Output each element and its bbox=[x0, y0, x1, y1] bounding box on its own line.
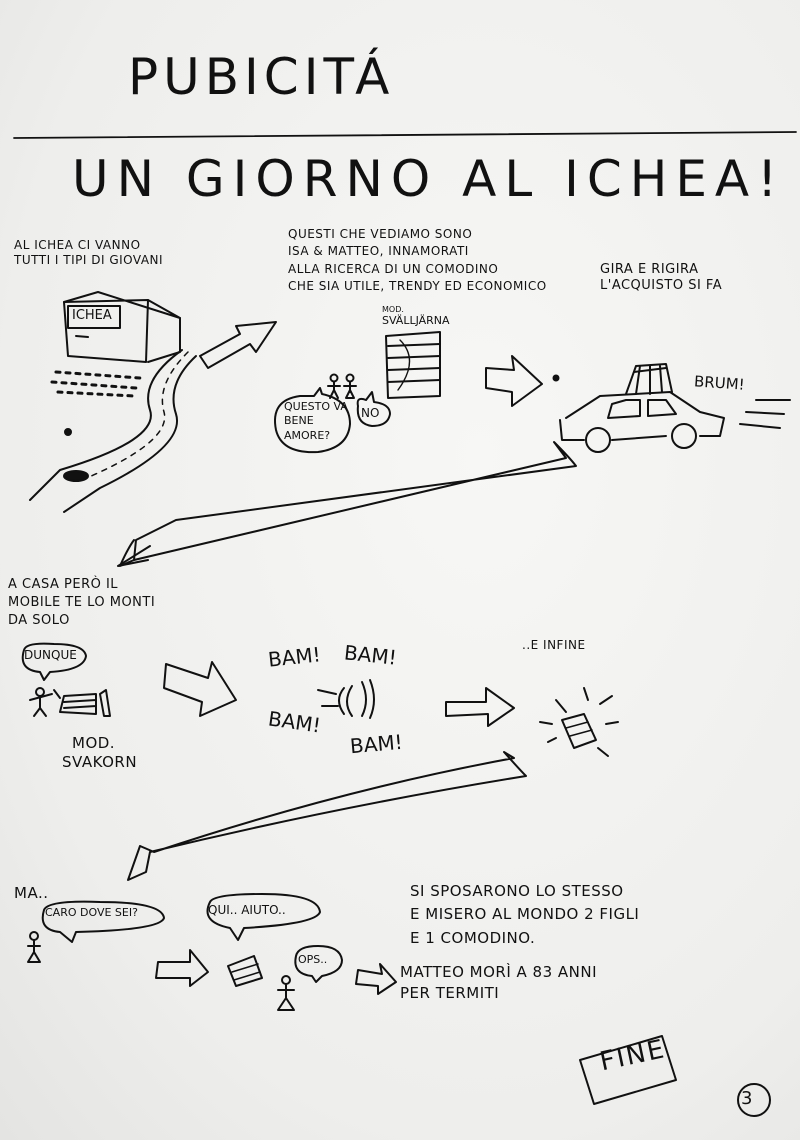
searching-figure bbox=[27, 931, 41, 963]
bubble-dunque-outline bbox=[21, 642, 87, 681]
bubble-qui-text: QUI.. AIUTO.. bbox=[208, 903, 286, 917]
ichea-sign: ICHEA bbox=[72, 308, 112, 323]
long-arrow-car-to-home bbox=[119, 441, 577, 567]
comic-subtitle: UN GIORNO AL ICHEA! bbox=[72, 150, 786, 208]
model-name: SVÄLLJÄRNA bbox=[382, 313, 450, 327]
bubble-no-outline bbox=[356, 391, 391, 427]
bubble-qui-outline bbox=[206, 893, 321, 941]
arrow-to-finished bbox=[445, 687, 515, 727]
model-svalljarna-label: MOD. SVÄLLJÄRNA bbox=[382, 305, 450, 327]
ichea-building-drawing bbox=[50, 291, 181, 398]
arrow-to-bam bbox=[163, 661, 237, 717]
caption-line: GIRA E RIGIRA bbox=[600, 262, 699, 277]
caption-line: SI SPOSARONO LO STESSO bbox=[410, 882, 624, 900]
caption-line: QUESTI CHE VEDIAMO SONO bbox=[288, 227, 473, 241]
caption-line: E 1 COMODINO. bbox=[410, 928, 536, 947]
model-prefix: MOD. bbox=[72, 734, 116, 752]
caption-line: MOBILE TE LO MONTI bbox=[8, 595, 156, 611]
page-title: PUBICITÁ bbox=[128, 48, 395, 106]
bubble-caro-outline bbox=[41, 900, 165, 943]
married-caption: SI SPOSARONO LO STESSO E MISERO AL MONDO… bbox=[410, 880, 639, 950]
flatpack-pieces bbox=[59, 689, 111, 717]
arrow-to-trapped bbox=[155, 949, 209, 987]
bubble-dunque-text: DUNQUE bbox=[24, 648, 77, 662]
road-drawing bbox=[29, 349, 197, 513]
caption-line: DA SOLO bbox=[8, 613, 70, 629]
caption-line: MATTEO MORÌ A 83 ANNI bbox=[400, 963, 598, 981]
car-sound-text: BRUM! bbox=[693, 372, 746, 394]
bubble-ops-outline bbox=[294, 945, 343, 983]
nightstand-svalljarna-drawing bbox=[385, 331, 441, 399]
death-caption: MATTEO MORÌ A 83 ANNI PER TERMITI bbox=[400, 962, 597, 1004]
hammer-shock-drawing bbox=[317, 679, 375, 719]
caption-line: PER TERMITI bbox=[400, 984, 500, 1002]
bubble-no-text: NO bbox=[361, 406, 380, 420]
caption-line: TUTTI I TIPI DI GIOVANI bbox=[14, 253, 164, 267]
couple-caption: QUESTI CHE VEDIAMO SONO ISA & MATTEO, IN… bbox=[288, 226, 547, 296]
bam-text: BAM! bbox=[349, 729, 404, 759]
bubble-caro-text: CARO DOVE SEI? bbox=[45, 906, 138, 919]
long-arrow-to-ending bbox=[127, 751, 527, 881]
finished-nightstand-drawing bbox=[539, 687, 619, 757]
bubble-ops-text: OPS.. bbox=[298, 953, 328, 966]
model-prefix: MOD. bbox=[382, 305, 404, 314]
couple-figures bbox=[327, 373, 357, 399]
bam-text: BAM! bbox=[342, 640, 398, 670]
arrow-to-car bbox=[485, 355, 543, 407]
arrow-to-text bbox=[355, 963, 397, 995]
model-svakorn-label: MOD. SVAKORN bbox=[62, 734, 137, 772]
bubble-line: AMORE? bbox=[284, 428, 331, 442]
caption-line: A CASA PERÒ IL bbox=[8, 577, 119, 592]
fine-box bbox=[579, 1035, 677, 1105]
bubble-isa-outline bbox=[274, 387, 351, 454]
title-divider bbox=[13, 131, 797, 139]
assembly-figure bbox=[29, 687, 61, 717]
model-name: SVAKORN bbox=[62, 752, 138, 771]
car-drawing bbox=[559, 363, 791, 453]
page-number: 3 bbox=[741, 1088, 753, 1109]
finally-caption: ..E INFINE bbox=[522, 638, 586, 652]
intro-caption: AL ICHEA CI VANNO TUTTI I TIPI DI GIOVAN… bbox=[14, 238, 163, 268]
caption-line: ALLA RICERCA DI UN COMODINO bbox=[288, 261, 499, 276]
arrow-right-up bbox=[199, 321, 277, 369]
bubble-line: BENE bbox=[284, 414, 314, 428]
trapped-nightstand-drawing bbox=[227, 955, 263, 987]
caption-line: CHE SIA UTILE, TRENDY ED ECONOMICO bbox=[288, 279, 547, 294]
car-caption: GIRA E RIGIRA L'ACQUISTO SI FA bbox=[600, 262, 722, 295]
assembly-caption: A CASA PERÒ IL MOBILE TE LO MONTI DA SOL… bbox=[8, 576, 155, 631]
caption-line: ISA & MATTEO, INNAMORATI bbox=[288, 244, 469, 259]
bubble-isa-text: QUESTO VA BENE AMORE? bbox=[284, 400, 348, 443]
page-number-circle bbox=[737, 1083, 771, 1117]
ma-caption: MA.. bbox=[14, 884, 49, 902]
caption-line: AL ICHEA CI VANNO bbox=[14, 238, 141, 252]
bubble-line: QUESTO VA bbox=[284, 400, 348, 413]
caption-line: L'ACQUISTO SI FA bbox=[600, 278, 723, 294]
surprised-figure bbox=[277, 975, 295, 1011]
caption-line: E MISERO AL MONDO 2 FIGLI bbox=[410, 905, 640, 924]
